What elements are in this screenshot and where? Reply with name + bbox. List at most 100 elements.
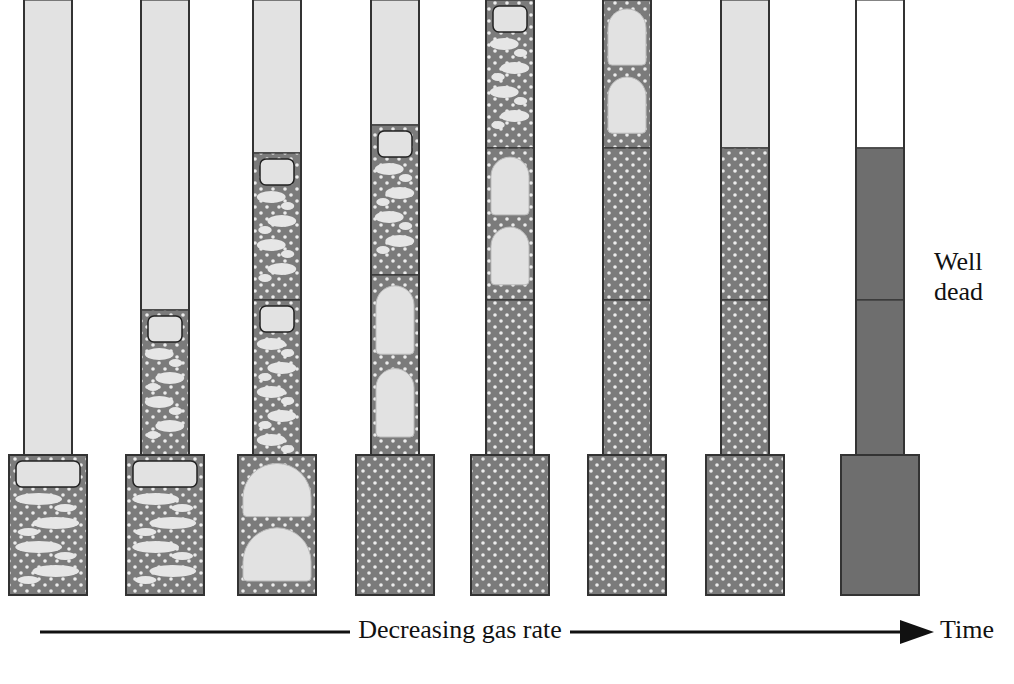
- tube-wall: [300, 0, 302, 455]
- segment-outline: [141, 0, 189, 310]
- churn-blob: [146, 383, 159, 391]
- liquid-region: [486, 300, 534, 455]
- segment-outline: [841, 455, 919, 595]
- bubbly-texture: [486, 0, 534, 148]
- liquid-region: [141, 310, 189, 455]
- churn-blob: [258, 274, 271, 282]
- churn-blob: [491, 73, 504, 81]
- bubbly-texture: [253, 153, 301, 300]
- gas-region: [371, 0, 419, 125]
- segment-outline: [706, 455, 784, 595]
- tube-wall: [485, 0, 487, 455]
- bubbly-texture: [588, 455, 666, 595]
- bubbly-texture: [471, 455, 549, 595]
- churn-blob: [257, 338, 286, 350]
- gas-region: [253, 0, 301, 153]
- casing-outline: [841, 455, 919, 595]
- tubing-column: [471, 0, 549, 595]
- churn-blob: [15, 493, 62, 505]
- segment-outline: [486, 300, 534, 455]
- churn-blob: [171, 552, 193, 560]
- churn-blob: [385, 235, 414, 247]
- bubbly-texture: [9, 455, 87, 595]
- liquid-region: [721, 148, 769, 300]
- bubbly-texture: [706, 455, 784, 595]
- churn-blob: [32, 517, 79, 529]
- churn-blob: [281, 250, 294, 258]
- churn-blob: [257, 434, 286, 446]
- churn-blob: [267, 362, 296, 374]
- churn-blob: [149, 517, 196, 529]
- casing-outline: [356, 455, 434, 595]
- liquid-region: [371, 125, 419, 275]
- segment-outline: [856, 148, 904, 300]
- bubbly-texture: [721, 300, 769, 455]
- churn-blob: [32, 565, 79, 577]
- churn-blob: [399, 222, 412, 230]
- taylor-bubble: [608, 9, 646, 65]
- churn-cap: [148, 316, 182, 342]
- tube-wall: [188, 0, 190, 455]
- taylor-bubble: [491, 157, 529, 215]
- churn-cap: [133, 461, 197, 487]
- churn-cap: [260, 306, 294, 332]
- segment-outline: [603, 148, 651, 300]
- segment-outline: [856, 300, 904, 455]
- churn-blob: [18, 528, 40, 536]
- liquid-region: [126, 455, 204, 595]
- churn-blob: [257, 386, 286, 398]
- casing-outline: [9, 455, 87, 595]
- churn-blob: [491, 121, 504, 129]
- churn-blob: [18, 576, 40, 584]
- bubbly-texture: [253, 300, 301, 455]
- casing-outline: [706, 455, 784, 595]
- taylor-bubble: [376, 369, 414, 437]
- churn-blob: [514, 97, 527, 105]
- bubbly-texture: [603, 0, 651, 148]
- segment-outline: [721, 148, 769, 300]
- taylor-bubble: [608, 77, 646, 133]
- churn-blob: [281, 349, 294, 357]
- liquid-column: [856, 148, 904, 300]
- churn-blob: [169, 407, 182, 415]
- tubing-column: [706, 0, 784, 595]
- liquid-region: [706, 455, 784, 595]
- churn-blob: [500, 62, 529, 74]
- casing-outline: [238, 455, 316, 595]
- gas-region: [141, 0, 189, 310]
- segment-outline: [721, 0, 769, 148]
- segment-outline: [371, 275, 419, 455]
- bubbly-texture: [356, 455, 434, 595]
- gas-region: [721, 0, 769, 148]
- liquid-column: [856, 300, 904, 455]
- liquid-region: [486, 0, 534, 148]
- churn-blob: [149, 565, 196, 577]
- tubing-column: [9, 0, 87, 595]
- churn-blob: [258, 373, 271, 381]
- tube-wall: [533, 0, 535, 455]
- tube-wall: [768, 0, 770, 455]
- segment-outline: [603, 300, 651, 455]
- bubbly-texture: [721, 148, 769, 300]
- axis-end-label: Time: [940, 615, 994, 645]
- churn-blob: [490, 86, 519, 98]
- liquid-region: [253, 153, 301, 300]
- liquid-region: [253, 300, 301, 455]
- segment-outline: [24, 0, 72, 455]
- segment-outline: [253, 0, 301, 153]
- axis-label: Decreasing gas rate: [350, 615, 570, 645]
- churn-blob: [490, 38, 519, 50]
- state-label: Well dead: [934, 247, 983, 307]
- churn-blob: [375, 163, 404, 175]
- bubbly-texture: [371, 275, 419, 455]
- segment-outline: [486, 148, 534, 300]
- segment-outline: [588, 455, 666, 595]
- churn-blob: [281, 445, 294, 453]
- churn-cap: [16, 461, 80, 487]
- churn-blob: [267, 410, 296, 422]
- segment-outline: [141, 310, 189, 455]
- time-arrow-head: [900, 620, 934, 644]
- churn-blob: [267, 215, 296, 227]
